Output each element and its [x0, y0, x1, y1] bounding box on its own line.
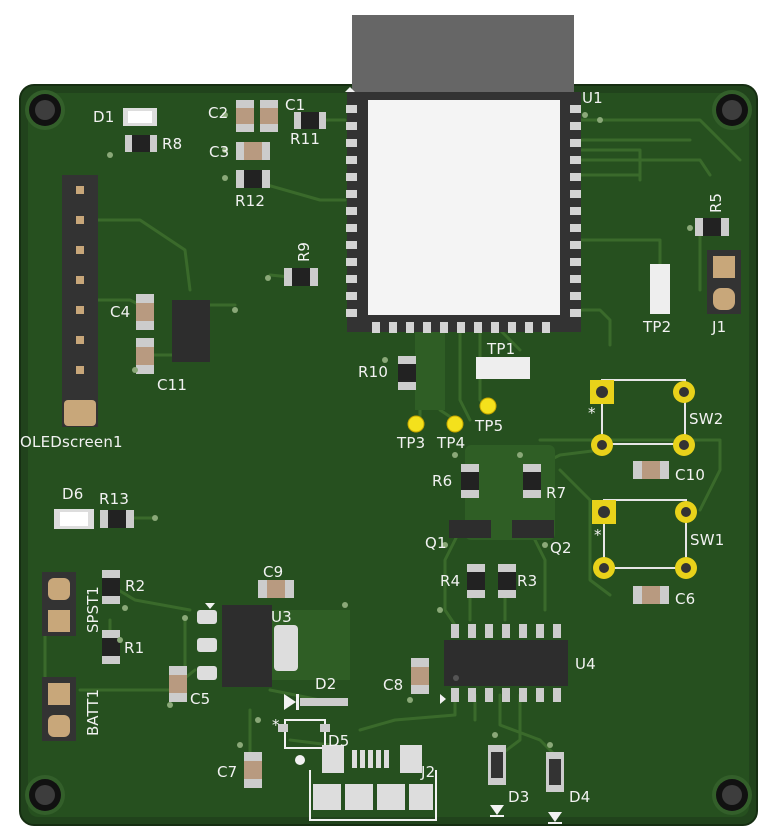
label-r5: R5 — [707, 193, 725, 213]
label-r12: R12 — [235, 192, 265, 210]
label-c9: C9 — [263, 563, 283, 581]
diodes-d3-d4 — [488, 745, 564, 824]
label-d1: D1 — [93, 108, 115, 126]
label-c3: C3 — [209, 143, 229, 161]
label-c1: C1 — [285, 96, 305, 114]
connector-spst1 — [42, 572, 76, 636]
label-r13: R13 — [99, 490, 129, 508]
label-d5: D5 — [328, 732, 350, 750]
label-c7: C7 — [217, 763, 237, 781]
esp32-module-u1 — [345, 15, 581, 333]
label-sw1: SW1 — [690, 531, 725, 549]
label-c11: C11 — [157, 376, 187, 394]
switch-sw2 — [590, 379, 695, 456]
label-r1: R1 — [124, 639, 144, 657]
label-tp2: TP2 — [642, 318, 671, 336]
label-tp5: TP5 — [474, 417, 503, 435]
label-oled: OLEDscreen1 — [20, 433, 123, 451]
label-r2: R2 — [125, 577, 145, 595]
label-d2: D2 — [315, 675, 337, 693]
label-sw2: SW2 — [689, 410, 724, 428]
label-c6: C6 — [675, 590, 695, 608]
connector-batt1 — [42, 677, 76, 741]
oled-header — [62, 175, 98, 427]
switch-sw1 — [592, 499, 697, 579]
label-tp3: TP3 — [396, 434, 425, 452]
mounting-hole-top-right — [712, 90, 752, 130]
regulator-u3 — [197, 603, 298, 687]
label-c2: C2 — [208, 104, 228, 122]
label-d4: D4 — [569, 788, 591, 806]
pin1-marker-d5: * — [272, 716, 280, 734]
label-d6: D6 — [62, 485, 84, 503]
label-r7: R7 — [546, 484, 566, 502]
label-spst1: SPST1 — [84, 586, 102, 633]
label-q1: Q1 — [425, 534, 447, 552]
ic-u4 — [440, 624, 568, 704]
label-c5: C5 — [190, 690, 210, 708]
label-r8: R8 — [162, 135, 182, 153]
test-points — [407, 264, 670, 433]
label-u3: U3 — [271, 608, 292, 626]
label-c10: C10 — [675, 466, 705, 484]
pin1-marker-sw2: * — [588, 404, 596, 422]
label-batt1: BATT1 — [84, 689, 102, 736]
label-c8: C8 — [383, 676, 403, 694]
connector-j1 — [707, 250, 741, 314]
label-r9: R9 — [295, 242, 313, 262]
label-c4: C4 — [110, 303, 130, 321]
label-r3: R3 — [517, 572, 537, 590]
label-d3: D3 — [508, 788, 530, 806]
label-r6: R6 — [432, 472, 452, 490]
mounting-hole-top-left — [25, 90, 65, 130]
usb-connector-j2 — [309, 745, 437, 821]
smd-components — [54, 100, 729, 788]
label-q2: Q2 — [550, 539, 572, 557]
mounting-hole-bottom-right — [712, 775, 752, 815]
mounting-hole-bottom-left — [25, 775, 65, 815]
pin1-marker-sw1: * — [594, 526, 602, 544]
label-u4: U4 — [575, 655, 596, 673]
label-r11: R11 — [290, 130, 320, 148]
diodes-d2-d5 — [278, 694, 348, 765]
label-j2: J2 — [420, 763, 435, 781]
label-tp1: TP1 — [486, 340, 515, 358]
vias — [107, 112, 693, 748]
silkscreen-labels: U1 D1 R8 C2 C1 R11 C3 R12 R9 R5 TP2 J1 C… — [20, 89, 726, 806]
label-r10: R10 — [358, 363, 388, 381]
label-u1: U1 — [582, 89, 603, 107]
label-tp4: TP4 — [436, 434, 465, 452]
label-j1: J1 — [711, 318, 726, 336]
label-r4: R4 — [440, 572, 460, 590]
